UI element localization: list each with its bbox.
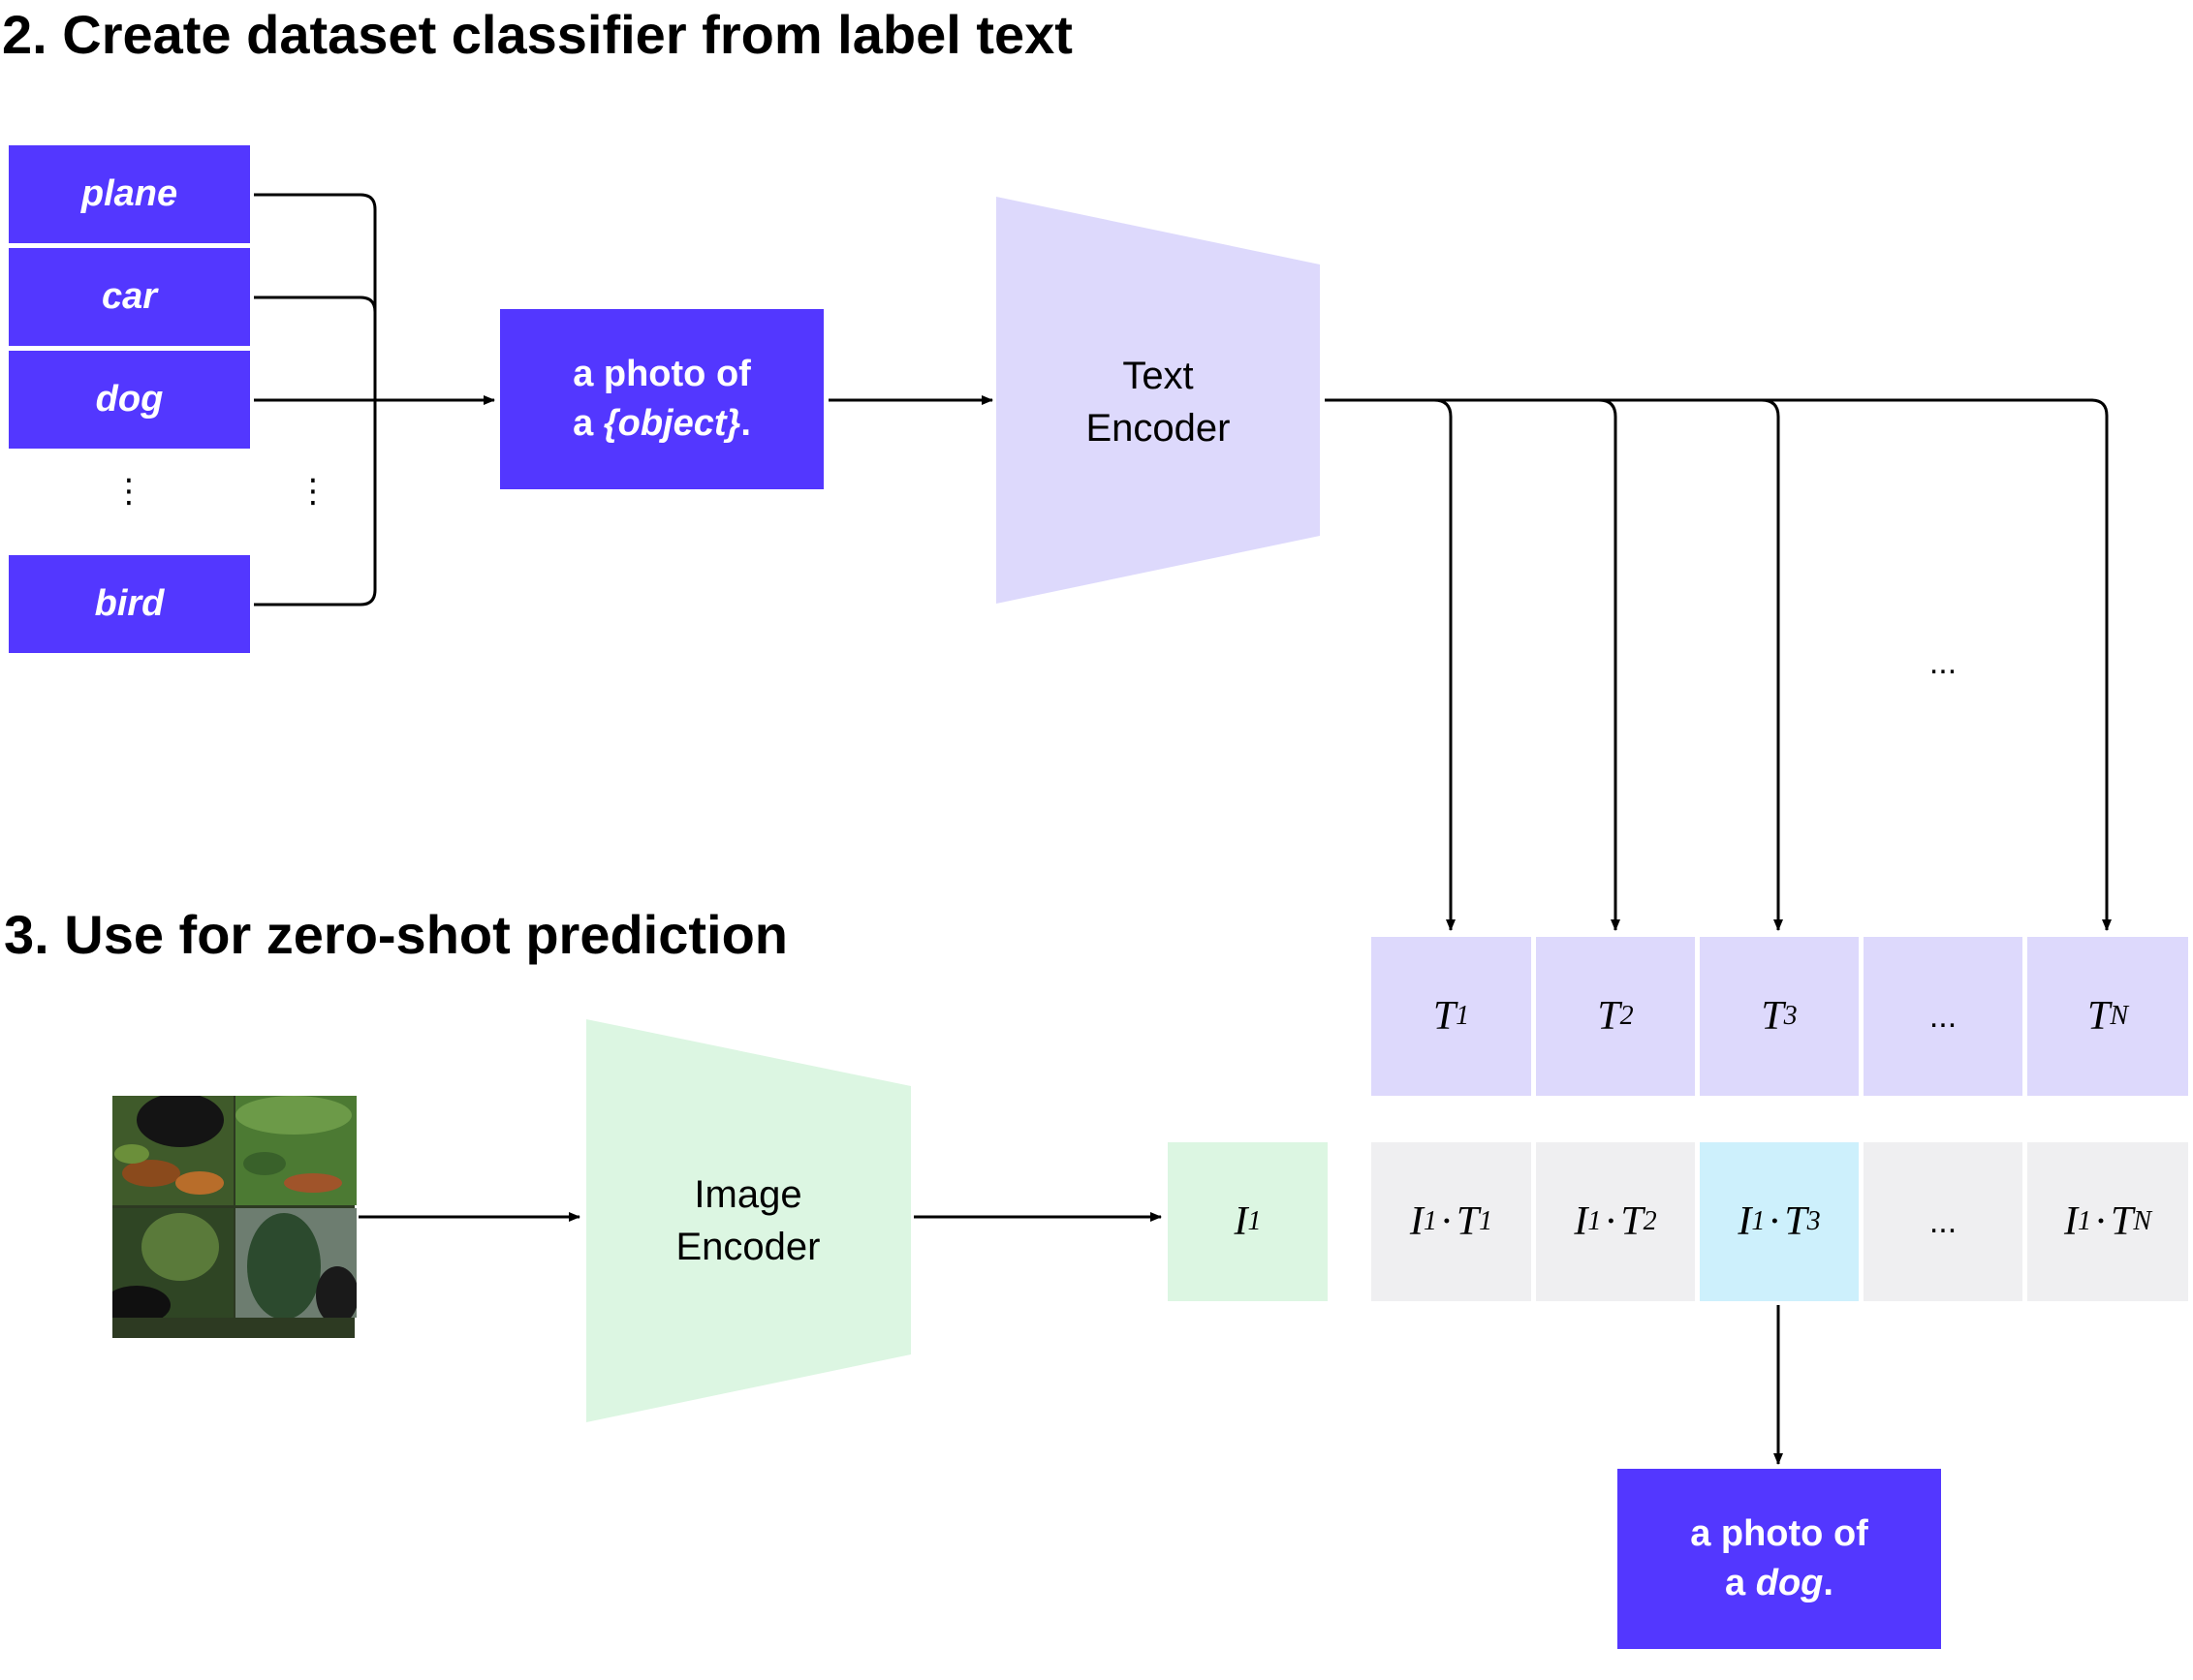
photo-quadrant-2 — [235, 1096, 357, 1205]
label-plane: plane — [9, 145, 250, 243]
text-embedding-ellipsis: ... — [1864, 937, 2022, 1096]
prompt-line2: a {object}. — [573, 403, 751, 444]
text-encoder-shape — [996, 197, 1320, 604]
image-encoder-shape — [586, 1019, 911, 1422]
image-encoder-label: Image Encoder — [675, 1173, 821, 1268]
branch-t2 — [1598, 398, 1620, 931]
photo-quadrant-1 — [112, 1096, 234, 1205]
label-vertical-ellipsis: ⋮ — [112, 473, 145, 510]
label-bird: bird — [9, 555, 250, 653]
similarity-ellipsis: ... — [1864, 1142, 2022, 1301]
input-image — [112, 1096, 357, 1338]
prediction-box: a photo of a dog. — [1617, 1469, 1941, 1649]
prediction-object: dog — [1755, 1563, 1824, 1603]
prompt-line1: a photo of — [573, 353, 751, 394]
photo-quadrant-4 — [235, 1208, 357, 1318]
section-2-title: 2. Create dataset classifier from label … — [2, 4, 1073, 65]
bracket-vertical-ellipsis: ⋮ — [297, 473, 329, 510]
text-encoder-bus — [1325, 398, 2112, 931]
columns-ellipsis: ... — [1928, 644, 1958, 681]
bracket-car — [254, 296, 377, 313]
prompt-object-placeholder: {object} — [603, 403, 741, 444]
prediction-line1: a photo of — [1690, 1512, 1868, 1554]
text-encoder-label: Text Encoder — [1085, 355, 1231, 450]
photo-quadrant-3 — [112, 1208, 234, 1318]
section-3-title: 3. Use for zero-shot prediction — [4, 904, 788, 965]
prompt-template-box: a photo of a {object}. — [500, 309, 824, 489]
label-car: car — [9, 248, 250, 346]
branch-t1 — [1433, 398, 1456, 931]
branch-t3 — [1761, 398, 1783, 931]
label-dog: dog — [9, 351, 250, 449]
prediction-line2: a dog. — [1725, 1563, 1833, 1603]
